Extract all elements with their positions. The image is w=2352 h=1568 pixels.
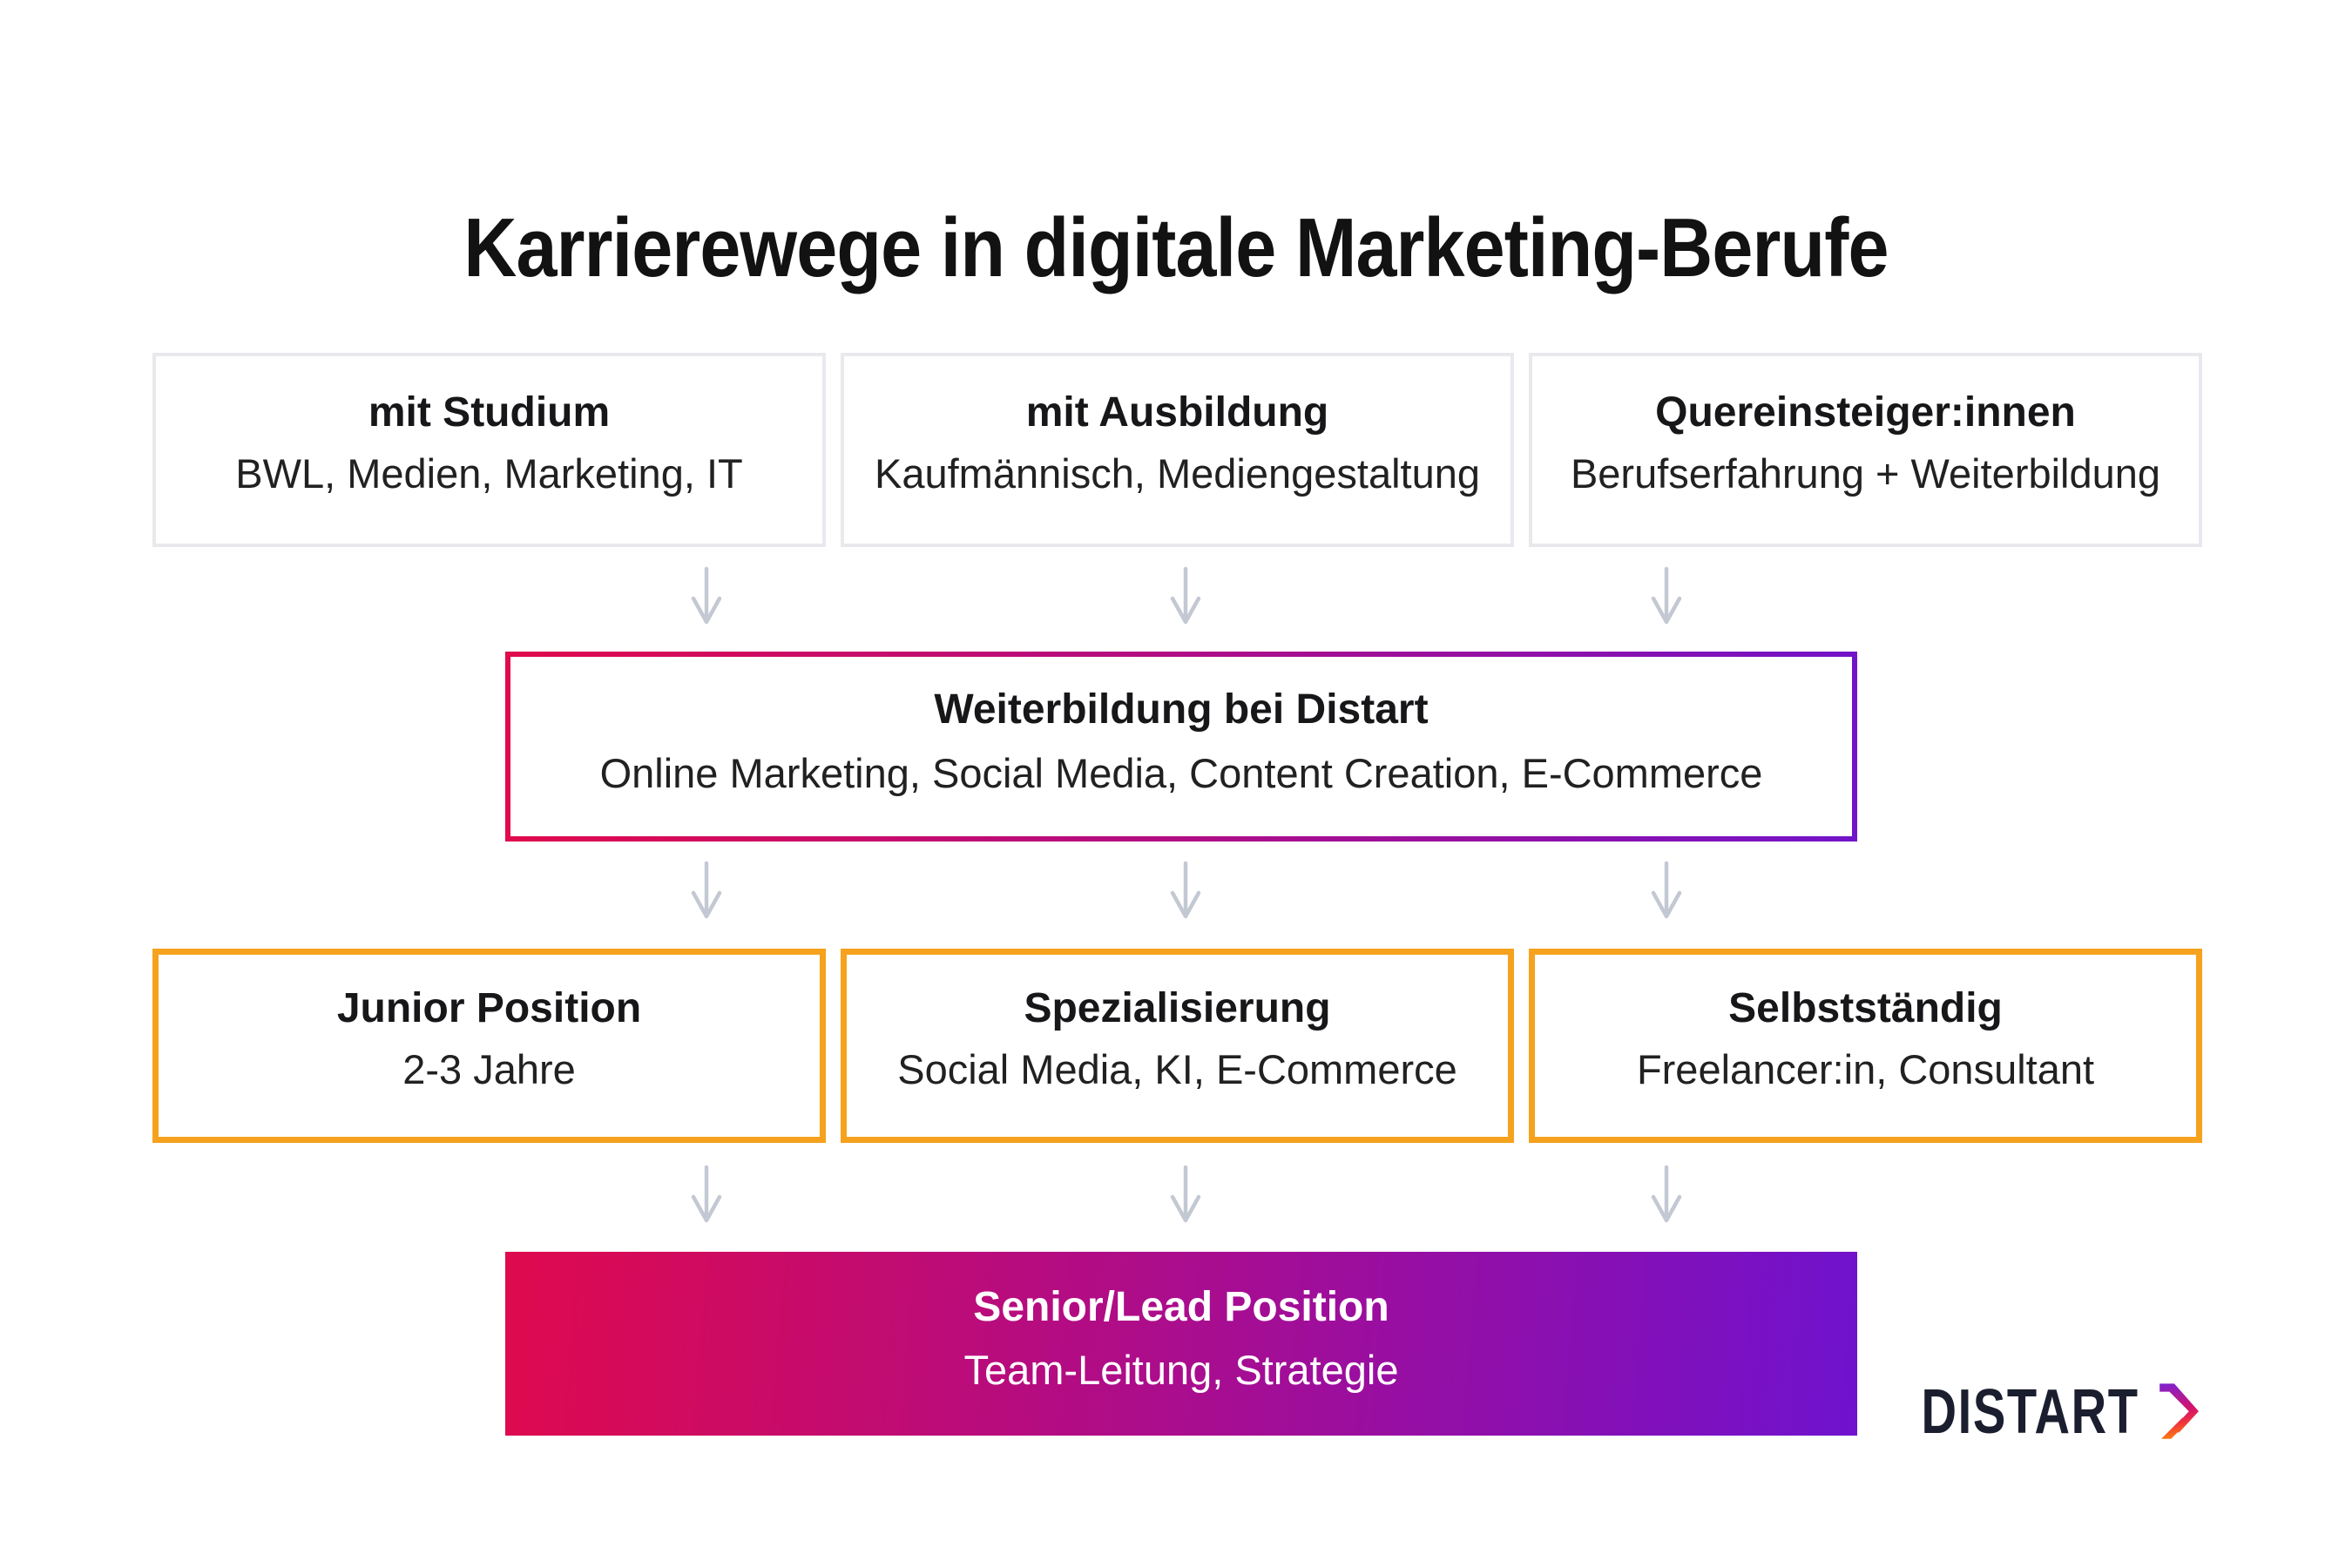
senior-box-subtitle: Team-Leitung, Strategie bbox=[963, 1347, 1399, 1394]
career-card-title: Spezialisierung bbox=[1024, 984, 1331, 1031]
entry-card-subtitle: BWL, Medien, Marketing, IT bbox=[235, 450, 743, 497]
career-card-spezialisierung: Spezialisierung Social Media, KI, E-Comm… bbox=[841, 949, 1514, 1143]
arrow-down-icon bbox=[687, 1165, 726, 1224]
arrow-down-icon bbox=[687, 566, 726, 625]
entry-card-ausbildung: mit Ausbildung Kaufmännisch, Mediengesta… bbox=[841, 353, 1514, 547]
page-title: Karrierewege in digitale Marketing-Beruf… bbox=[463, 201, 1889, 295]
entry-card-title: Quereinsteiger:innen bbox=[1655, 389, 2076, 436]
career-card-subtitle: 2-3 Jahre bbox=[402, 1046, 576, 1093]
entry-card-title: mit Ausbildung bbox=[1025, 389, 1329, 436]
entry-card-title: mit Studium bbox=[368, 389, 611, 436]
entry-card-subtitle: Berufserfahrung + Weiterbildung bbox=[1570, 450, 2161, 497]
arrow-down-icon bbox=[1647, 566, 1686, 625]
entry-card-quereinsteiger: Quereinsteiger:innen Berufserfahrung + W… bbox=[1529, 353, 2202, 547]
career-card-title: Selbstständig bbox=[1728, 984, 2003, 1031]
training-box: Weiterbildung bei Distart Online Marketi… bbox=[505, 652, 1857, 841]
arrow-down-icon bbox=[1647, 1165, 1686, 1224]
senior-box: Senior/Lead Position Team-Leitung, Strat… bbox=[505, 1252, 1857, 1436]
arrow-down-icon bbox=[1647, 861, 1686, 920]
career-card-title: Junior Position bbox=[336, 984, 642, 1031]
career-card-selbststaendig: Selbstständig Freelancer:in, Consultant bbox=[1529, 949, 2202, 1143]
distart-logo-text: DISTART bbox=[1921, 1377, 2139, 1447]
training-box-subtitle: Online Marketing, Social Media, Content … bbox=[599, 749, 1763, 796]
arrow-down-icon bbox=[1166, 861, 1205, 920]
career-card-subtitle: Freelancer:in, Consultant bbox=[1636, 1046, 2095, 1093]
career-card-junior: Junior Position 2-3 Jahre bbox=[152, 949, 826, 1143]
entry-card-studium: mit Studium BWL, Medien, Marketing, IT bbox=[152, 353, 826, 547]
distart-arrow-icon bbox=[2150, 1380, 2199, 1444]
senior-box-title: Senior/Lead Position bbox=[973, 1283, 1389, 1330]
training-box-title: Weiterbildung bei Distart bbox=[934, 686, 1429, 733]
arrow-down-icon bbox=[1166, 566, 1205, 625]
arrow-down-icon bbox=[687, 861, 726, 920]
entry-card-subtitle: Kaufmännisch, Mediengestaltung bbox=[875, 450, 1480, 497]
distart-logo: DISTART bbox=[1860, 1380, 2199, 1444]
arrow-down-icon bbox=[1166, 1165, 1205, 1224]
career-card-subtitle: Social Media, KI, E-Commerce bbox=[897, 1046, 1457, 1093]
